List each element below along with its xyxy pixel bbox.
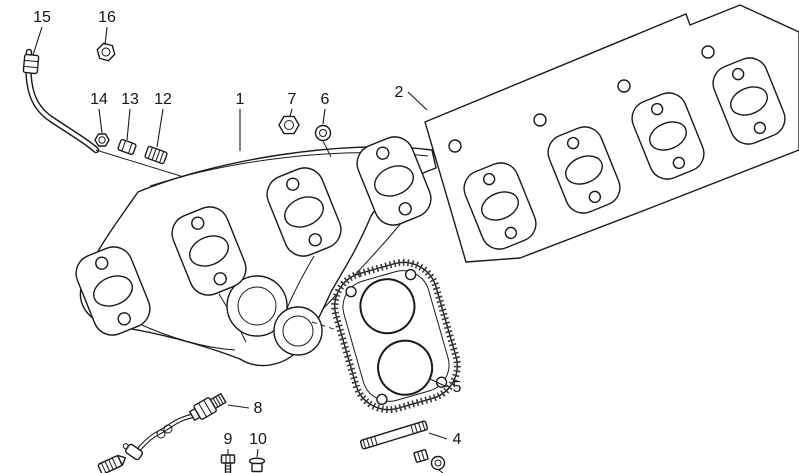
callout-leader-16 [104,26,108,46]
sensor-connector [122,443,143,461]
part-8-sensor-drawing [122,392,227,461]
callout-label-14: 14 [90,91,108,108]
callout-label-7: 7 [288,91,297,108]
part-14-13-12-fittings-drawing [94,133,253,199]
nut-10 [248,457,266,473]
callout-leader-13 [126,108,131,141]
callout-label-15: 15 [33,9,51,26]
flare-fitting-15 [22,53,40,75]
callout-leader-7 [289,108,293,117]
part-2-gasket-plate-drawing [424,4,799,263]
callout-label-10: 10 [249,431,267,448]
callout-leader-14 [98,108,103,134]
nut-16 [96,42,116,62]
washer-6 [314,124,332,142]
callout-label-2: 2 [395,84,404,101]
callout-leader-4 [428,432,448,440]
callout-label-5: 5 [453,379,462,396]
nut-7 [278,115,300,135]
callout-leader-12 [156,108,164,148]
callout-label-4: 4 [453,431,462,448]
callout-label-13: 13 [121,91,139,108]
callout-leader-2 [407,91,428,111]
part-15-16-pipe-drawing [22,42,116,154]
fitting-13 [117,138,137,156]
callout-label-12: 12 [154,91,172,108]
port-gasket-3 [631,92,705,180]
callout-label-9: 9 [224,431,233,448]
part-9-10-bolt-nut-drawing [220,454,266,473]
callout-label-16: 16 [98,9,116,26]
port-gasket-2 [547,126,621,214]
manifold-flange-4 [356,136,432,226]
fitting-12 [144,145,168,165]
nut-14 [94,133,110,147]
bolt-9 [220,454,236,473]
port-gasket-1 [463,162,537,250]
callout-label-1: 1 [236,91,245,108]
part-7-6-nut-washer-drawing [278,115,332,158]
clipped-hardware-bottom-right [413,449,446,473]
sensor-body [188,392,227,422]
callout-leaders [32,26,448,458]
callout-label-6: 6 [321,91,330,108]
callout-leader-6 [322,108,326,125]
callout-leader-10 [256,448,259,458]
callout-leader-15 [32,26,43,56]
manifold-flange-2 [171,206,247,296]
part-1-manifold-drawing [75,136,437,367]
callout-leader-5 [429,378,448,388]
callout-label-8: 8 [254,400,263,417]
port-gasket-4 [712,57,786,145]
callout-leader-8 [227,404,250,409]
clipped-hardware-bottom-left [97,454,127,473]
manifold-flange-3 [266,167,342,257]
callout-labels: 15 16 14 13 12 1 7 6 2 5 8 9 10 4 [33,9,461,448]
part-5-twin-port-gasket-drawing [311,258,461,414]
manifold-flange-1 [75,246,151,336]
part-4-stud-drawing [359,420,429,450]
